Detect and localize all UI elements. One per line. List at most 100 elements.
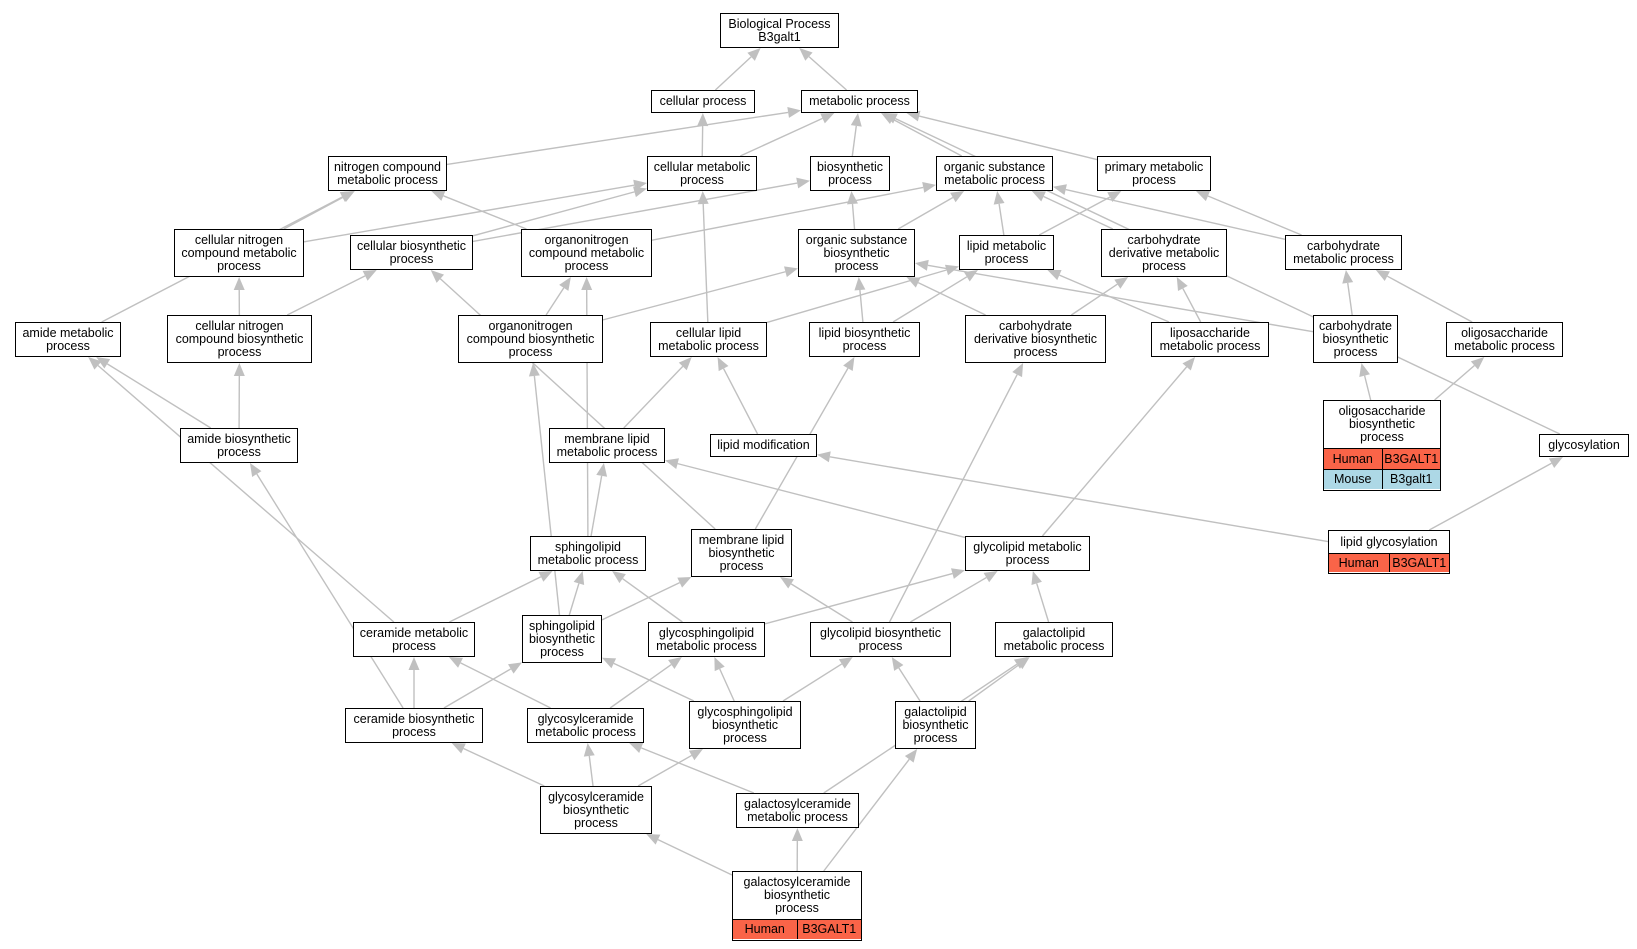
node-organic-substance-biosynthetic-process[interactable]: organic substance biosynthetic process	[798, 229, 915, 277]
edge-arrowhead	[596, 463, 608, 477]
node-membrane-lipid-biosynthetic-process[interactable]: membrane lipid biosynthetic process	[691, 529, 792, 577]
edge-arrowhead	[1013, 657, 1028, 669]
node-label: lipid glycosylation	[1340, 534, 1438, 549]
node-cellular-nitrogen-compound-metabolic-process[interactable]: cellular nitrogen compound metabolic pro…	[174, 229, 304, 277]
species-human: Human	[1324, 449, 1382, 469]
edge	[1065, 188, 1286, 240]
edge-arrowhead	[1548, 457, 1563, 469]
edge	[1207, 195, 1302, 236]
node-liposaccharide-metabolic-process[interactable]: liposaccharide metabolic process	[1151, 322, 1269, 357]
node-oligosaccharide-biosynthetic-process[interactable]: oligosaccharide biosynthetic process Hum…	[1323, 400, 1441, 491]
node-cellular-process[interactable]: cellular process	[651, 90, 755, 113]
edge-arrowhead	[362, 270, 377, 281]
edge-arrowhead	[780, 577, 795, 589]
node-glycolipid-biosynthetic-process[interactable]: glycolipid biosynthetic process	[810, 622, 951, 657]
node-sphingolipid-biosynthetic-process[interactable]: sphingolipid biosynthetic process	[522, 615, 602, 663]
node-glycolipid-metabolic-process[interactable]: glycolipid metabolic process	[965, 536, 1090, 571]
node-glycosylation[interactable]: glycosylation	[1539, 434, 1629, 457]
node-galactosylceramide-biosynthetic-process[interactable]: galactosylceramide biosynthetic process …	[732, 871, 862, 941]
node-galactosylceramide-metabolic-process[interactable]: galactosylceramide metabolic process	[736, 793, 859, 828]
edge-arrowhead	[906, 277, 921, 288]
node-cellular-metabolic-process[interactable]: cellular metabolic process	[647, 156, 757, 191]
edge	[446, 111, 789, 166]
edge-arrowhead	[249, 463, 262, 477]
edge-arrowhead	[538, 571, 553, 582]
edge-arrowhead	[508, 662, 522, 674]
edge-arrowhead	[1375, 270, 1390, 282]
node-sphingolipid-metabolic-process[interactable]: sphingolipid metabolic process	[530, 536, 646, 571]
edge	[533, 375, 561, 616]
node-label: galactosylceramide biosynthetic process	[743, 875, 851, 915]
node-membrane-lipid-metabolic-process[interactable]: membrane lipid metabolic process	[549, 428, 665, 463]
edge-arrowhead	[233, 363, 245, 377]
edge	[764, 572, 953, 625]
edge-arrowhead	[1470, 357, 1485, 370]
edge-arrowhead	[1053, 184, 1067, 195]
edge	[609, 663, 672, 709]
node-glycosphingolipid-metabolic-process[interactable]: glycosphingolipid metabolic process	[648, 622, 765, 657]
node-amide-metabolic-process[interactable]: amide metabolic process	[15, 322, 121, 357]
edge-arrowhead	[1012, 363, 1024, 378]
node-primary-metabolic-process[interactable]: primary metabolic process	[1097, 156, 1211, 191]
edge	[463, 747, 545, 787]
edge	[927, 264, 1314, 333]
node-glycosylceramide-biosynthetic-process[interactable]: glycosylceramide biosynthetic process	[540, 786, 652, 834]
node-lipid-modification[interactable]: lipid modification	[710, 434, 817, 457]
edge	[651, 186, 924, 241]
node-organic-substance-metabolic-process[interactable]: organic substance metabolic process	[936, 156, 1053, 191]
node-oligosaccharide-metabolic-process[interactable]: oligosaccharide metabolic process	[1446, 322, 1563, 357]
edge	[1070, 283, 1118, 316]
node-cellular-biosynthetic-process[interactable]: cellular biosynthetic process	[350, 235, 473, 270]
edge	[739, 117, 823, 157]
edge-arrowhead	[1107, 191, 1122, 202]
edge-arrowhead	[1359, 363, 1370, 377]
edge	[851, 125, 857, 157]
edge	[790, 583, 853, 623]
node-organonitrogen-compound-metabolic-process[interactable]: organonitrogen compound metabolic proces…	[521, 229, 652, 277]
node-glycosphingolipid-biosynthetic-process[interactable]: glycosphingolipid biosynthetic process	[689, 701, 801, 749]
node-carbohydrate-biosynthetic-process[interactable]: carbohydrate biosynthetic process	[1313, 315, 1398, 363]
gene-human: B3GALT1	[1388, 554, 1449, 572]
edge	[588, 755, 594, 787]
node-lipid-biosynthetic-process[interactable]: lipid biosynthetic process	[809, 322, 920, 357]
edge-arrowhead	[430, 270, 445, 283]
node-carbohydrate-derivative-biosynthetic-process[interactable]: carbohydrate derivative biosynthetic pro…	[965, 315, 1106, 363]
node-lipid-metabolic-process[interactable]: lipid metabolic process	[959, 235, 1054, 270]
node-galactolipid-biosynthetic-process[interactable]: galactolipid biosynthetic process	[895, 701, 976, 749]
edge	[859, 289, 864, 323]
edge	[892, 276, 968, 323]
edge	[851, 203, 856, 230]
edge-arrowhead	[799, 48, 813, 61]
node-nitrogen-compound-metabolic-process[interactable]: nitrogen compound metabolic process	[328, 156, 447, 191]
node-glycosylceramide-metabolic-process[interactable]: glycosylceramide metabolic process	[527, 708, 644, 743]
edge-arrowhead	[838, 657, 853, 669]
node-galactolipid-metabolic-process[interactable]: galactolipid metabolic process	[995, 622, 1113, 657]
edge-arrowhead	[854, 277, 866, 291]
edge-arrowhead	[1195, 190, 1211, 202]
edge-arrowhead	[796, 177, 810, 189]
edge-arrowhead	[573, 571, 585, 586]
edge	[590, 475, 603, 537]
node-cellular-lipid-metabolic-process[interactable]: cellular lipid metabolic process	[650, 322, 767, 357]
edge-arrowhead	[677, 577, 692, 588]
node-carbohydrate-metabolic-process[interactable]: carbohydrate metabolic process	[1285, 235, 1402, 270]
node-metabolic-process[interactable]: metabolic process	[801, 90, 918, 113]
edge-arrowhead	[883, 113, 898, 124]
edge-arrowhead	[847, 191, 858, 205]
node-carbohydrate-derivative-metabolic-process[interactable]: carbohydrate derivative metabolic proces…	[1101, 229, 1227, 277]
node-biosynthetic-process[interactable]: biosynthetic process	[810, 156, 890, 191]
edge	[1386, 275, 1473, 323]
edge-arrowhead	[891, 657, 904, 671]
edge-arrowhead	[408, 657, 420, 670]
node-ceramide-metabolic-process[interactable]: ceramide metabolic process	[353, 622, 475, 657]
species-human: Human	[1329, 554, 1389, 572]
edge-arrowhead	[88, 357, 102, 370]
node-biological-process-root[interactable]: Biological Process B3galt1	[720, 13, 839, 48]
node-amide-biosynthetic-process[interactable]: amide biosynthetic process	[180, 428, 298, 463]
node-lipid-glycosylation[interactable]: lipid glycosylation Human B3GALT1	[1328, 530, 1450, 574]
node-organonitrogen-compound-biosynthetic-process[interactable]: organonitrogen compound biosynthetic pro…	[458, 315, 603, 363]
node-cellular-nitrogen-compound-biosynthetic-process[interactable]: cellular nitrogen compound biosynthetic …	[167, 315, 312, 363]
species-human: Human	[733, 920, 797, 939]
node-ceramide-biosynthetic-process[interactable]: ceramide biosynthetic process	[345, 708, 483, 743]
